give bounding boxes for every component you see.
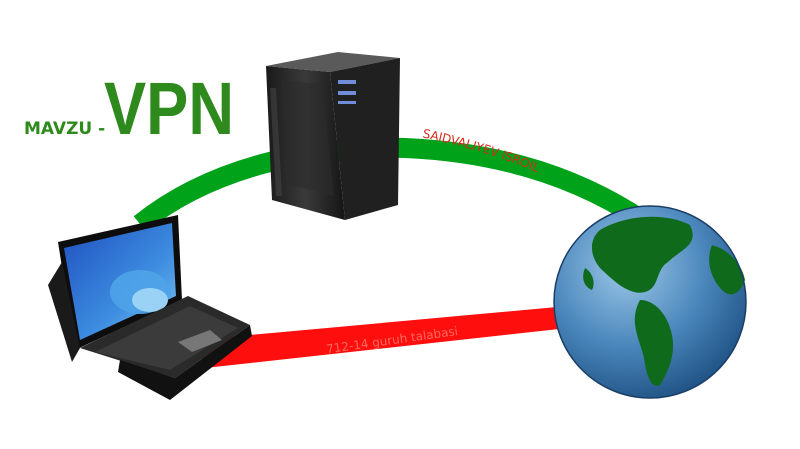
laptop-icon <box>48 215 252 400</box>
title-vpn: VPN <box>104 67 234 150</box>
direct-connection-line <box>195 304 595 368</box>
server-icon <box>266 52 400 220</box>
title-prefix: MAVZU - <box>24 119 105 139</box>
globe-icon <box>553 205 747 399</box>
vpn-tunnel-arc <box>133 137 651 232</box>
